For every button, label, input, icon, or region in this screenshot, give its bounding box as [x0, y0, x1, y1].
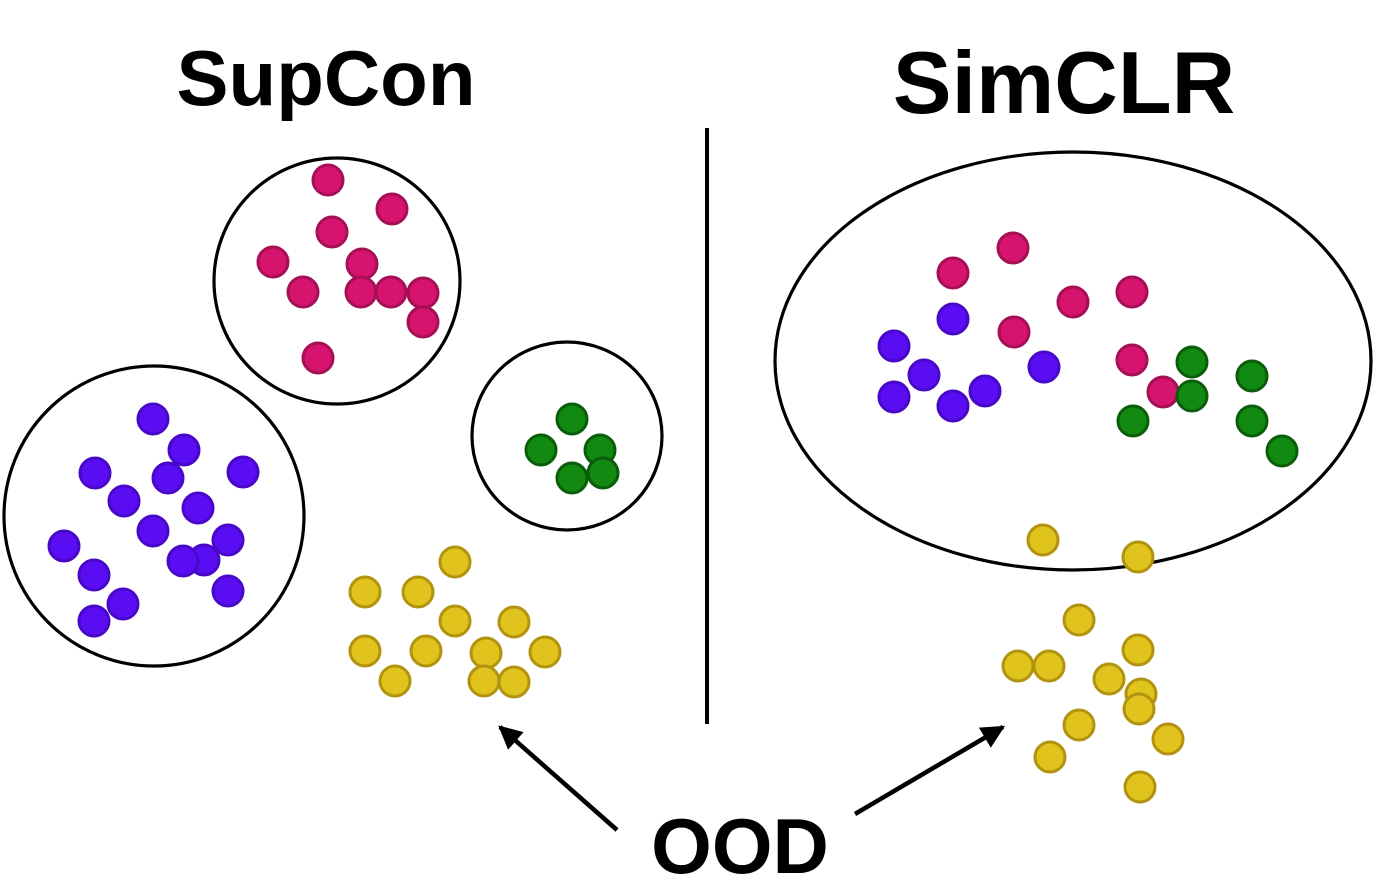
yellow-dot [497, 665, 531, 699]
yellow-dot [1122, 692, 1156, 726]
green-dot [524, 433, 558, 467]
pink-dot [256, 245, 290, 279]
yellow-dot [1062, 708, 1096, 742]
green-dot [1265, 434, 1299, 468]
yellow-dot [438, 604, 472, 638]
purple-dot [1027, 350, 1061, 384]
pink-dot [1115, 275, 1149, 309]
purple-dot [167, 433, 201, 467]
green-dot [1116, 404, 1150, 438]
yellow-dot [1123, 770, 1157, 804]
simclr-embedding-boundary [773, 150, 1373, 572]
yellow-dot [1001, 649, 1035, 683]
purple-dot [77, 604, 111, 638]
purple-dot [211, 523, 245, 557]
yellow-dot [348, 634, 382, 668]
ood-pointer-arrows [498, 725, 1006, 832]
purple-dot [877, 380, 911, 414]
supcon-pink-class-boundary [212, 156, 462, 406]
ood-arrow-left [498, 725, 619, 832]
green-dot [555, 461, 589, 495]
pink-dot [374, 275, 408, 309]
purple-dot [77, 558, 111, 592]
pink-dot [997, 315, 1031, 349]
purple-dot [47, 529, 81, 563]
pink-dot [345, 247, 379, 281]
purple-dot [136, 514, 170, 548]
green-dot [1175, 345, 1209, 379]
yellow-dot [497, 605, 531, 639]
pink-dot [406, 305, 440, 339]
supcon-ood-yellow-cluster [348, 545, 562, 699]
yellow-dot [1151, 722, 1185, 756]
purple-dot [106, 587, 140, 621]
pink-dot [286, 275, 320, 309]
purple-dot [968, 374, 1002, 408]
purple-dot [877, 329, 911, 363]
pink-dot [315, 215, 349, 249]
green-dot [1235, 404, 1269, 438]
simclr-green-dots [1116, 345, 1299, 468]
purple-dot [166, 544, 200, 578]
pink-dot [406, 276, 440, 310]
supcon-purple-class-boundary [2, 364, 306, 668]
pink-dot [311, 163, 345, 197]
supcon-green-class-boundary [470, 340, 664, 532]
pink-dot [375, 192, 409, 226]
pink-dot [936, 256, 970, 290]
yellow-dot [378, 664, 412, 698]
yellow-dot [528, 635, 562, 669]
green-dot [586, 456, 620, 490]
pink-dot [344, 275, 378, 309]
yellow-dot [348, 575, 382, 609]
purple-dot [211, 574, 245, 608]
supcon-pink-cluster [256, 163, 440, 375]
yellow-dot [1062, 603, 1096, 637]
purple-dot [907, 358, 941, 392]
yellow-dot [1026, 523, 1060, 557]
purple-dot [107, 484, 141, 518]
yellow-dot [469, 636, 503, 670]
pink-dot [1146, 375, 1180, 409]
class-boundaries [2, 150, 1373, 668]
pink-dot [301, 341, 335, 375]
yellow-dot [1092, 662, 1126, 696]
purple-dot [78, 456, 112, 490]
yellow-dot [1033, 740, 1067, 774]
purple-dot [936, 302, 970, 336]
yellow-dot [401, 575, 435, 609]
green-dot [555, 402, 589, 436]
simclr-ood-yellow-cluster [1001, 523, 1185, 804]
yellow-dot [467, 664, 501, 698]
simclr-pink-dots [936, 231, 1180, 409]
supcon-green-cluster [524, 402, 620, 495]
yellow-dot [1121, 540, 1155, 574]
ood-arrow-right [853, 725, 1006, 816]
pink-dot [996, 231, 1030, 265]
pink-dot [1115, 343, 1149, 377]
yellow-dot [438, 545, 472, 579]
yellow-dot [1032, 649, 1066, 683]
embedding-dots [47, 163, 1299, 804]
supcon-purple-cluster [47, 402, 260, 638]
purple-dot [136, 402, 170, 436]
purple-dot [151, 461, 185, 495]
ood-label: OOD [651, 802, 829, 890]
green-dot [1235, 359, 1269, 393]
yellow-dot [409, 634, 443, 668]
right-panel-title: SimCLR [893, 33, 1235, 132]
pink-dot [1056, 285, 1090, 319]
purple-dot [226, 455, 260, 489]
yellow-dot [1121, 633, 1155, 667]
purple-dot [936, 389, 970, 423]
green-dot [1175, 379, 1209, 413]
purple-dot [181, 491, 215, 525]
left-panel-title: SupCon [177, 34, 476, 122]
simclr-purple-dots [877, 302, 1061, 423]
